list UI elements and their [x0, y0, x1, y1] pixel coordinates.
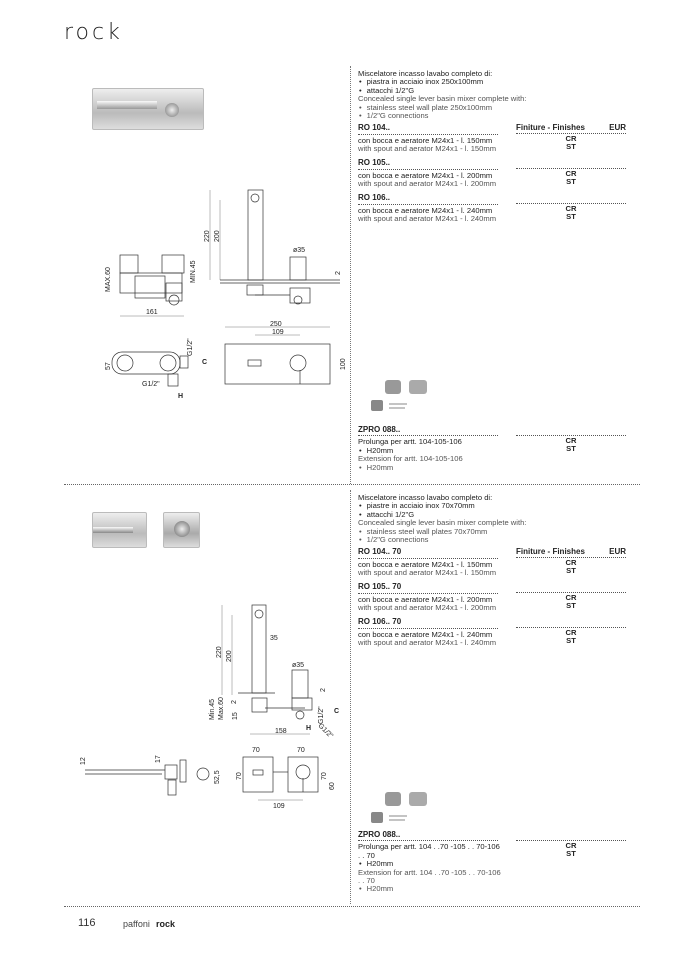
technical-drawing-1: 161 MAX.60 MIN.45 220 200 ø35 2 57 G1/2"…	[105, 189, 347, 400]
svg-text:70: 70	[321, 772, 328, 780]
section-2-text: Miscelatore incasso lavabo completo di: …	[358, 493, 648, 653]
accessory-1: ZPRO 088.. Prolunga per artt. 104-105-10…	[358, 425, 648, 472]
column-divider	[350, 66, 351, 484]
svg-text:70: 70	[252, 747, 260, 754]
svg-text:12: 12	[80, 757, 87, 765]
bullet: piastra in acciaio inox 250x100mm	[358, 77, 648, 86]
product-photo-spout	[92, 512, 147, 548]
technical-drawing-2: 220 200 35 ø35 2 2 Min.45 Max.60 15 158 …	[80, 604, 339, 810]
svg-text:109: 109	[273, 803, 285, 810]
svg-text:200: 200	[214, 230, 221, 242]
svg-text:70: 70	[236, 772, 243, 780]
product-row: RO 105.. con bocca e aeratore M24x1 - l.…	[358, 159, 648, 194]
svg-text:G1/2": G1/2"	[187, 338, 194, 356]
page-number: 116	[78, 917, 96, 929]
svg-text:C: C	[334, 708, 339, 715]
page-title: rock	[64, 20, 123, 45]
svg-text:Max.60: Max.60	[218, 697, 225, 720]
svg-text:2: 2	[231, 700, 238, 704]
extension-accessory-icon	[371, 380, 427, 411]
extension-accessory-icon	[371, 792, 427, 823]
svg-text:ø35: ø35	[292, 662, 304, 669]
svg-text:100: 100	[340, 358, 347, 370]
svg-text:35: 35	[270, 635, 278, 642]
svg-text:ø35: ø35	[293, 247, 305, 254]
svg-text:H: H	[306, 725, 311, 732]
svg-text:158: 158	[275, 728, 287, 735]
section-divider	[64, 484, 640, 485]
svg-text:220: 220	[216, 646, 223, 658]
product-row: RO 105.. 70 con bocca e aeratore M24x1 -…	[358, 583, 648, 618]
intro-en: Concealed single lever basin mixer compl…	[358, 94, 527, 104]
svg-text:G1/2": G1/2"	[142, 381, 160, 388]
svg-text:52,5: 52,5	[214, 770, 221, 784]
svg-text:MAX.60: MAX.60	[105, 267, 112, 292]
svg-text:200: 200	[226, 650, 233, 662]
svg-text:G1/2": G1/2"	[317, 722, 335, 740]
accessory-2: ZPRO 088.. Prolunga per artt. 104 . .70 …	[358, 830, 648, 893]
svg-text:70: 70	[297, 747, 305, 754]
svg-text:G1/2": G1/2"	[318, 706, 325, 724]
section-1-text: Miscelatore incasso lavabo completo di: …	[358, 69, 648, 229]
column-divider	[350, 490, 351, 904]
svg-text:109: 109	[272, 329, 284, 336]
svg-text:MIN.45: MIN.45	[190, 260, 197, 283]
svg-text:250: 250	[270, 321, 282, 328]
footer-divider	[64, 906, 640, 907]
bullet: attacchi 1/2"G	[358, 86, 648, 95]
svg-text:17: 17	[155, 755, 162, 763]
product-photo-plate-250	[92, 88, 204, 130]
product-row: RO 106.. con bocca e aeratore M24x1 - l.…	[358, 194, 648, 229]
svg-text:220: 220	[204, 230, 211, 242]
bullet: 1/2"G connections	[358, 111, 648, 120]
svg-text:Min.45: Min.45	[209, 699, 216, 720]
svg-text:C: C	[202, 359, 207, 366]
product-row: RO 106.. 70 con bocca e aeratore M24x1 -…	[358, 618, 648, 653]
svg-text:H: H	[178, 393, 183, 400]
svg-text:2: 2	[320, 688, 327, 692]
footer-collection: rock	[156, 919, 176, 929]
svg-text:2: 2	[335, 271, 342, 275]
intro-it: Miscelatore incasso lavabo completo di:	[358, 69, 493, 78]
footer-brand: paffoni	[123, 919, 150, 929]
product-photo-lever	[163, 512, 200, 548]
svg-text:15: 15	[232, 712, 239, 720]
bullet: stainless steel wall plate 250x100mm	[358, 103, 648, 112]
svg-text:60: 60	[329, 782, 336, 790]
svg-text:57: 57	[105, 362, 112, 370]
svg-text:161: 161	[146, 309, 158, 316]
